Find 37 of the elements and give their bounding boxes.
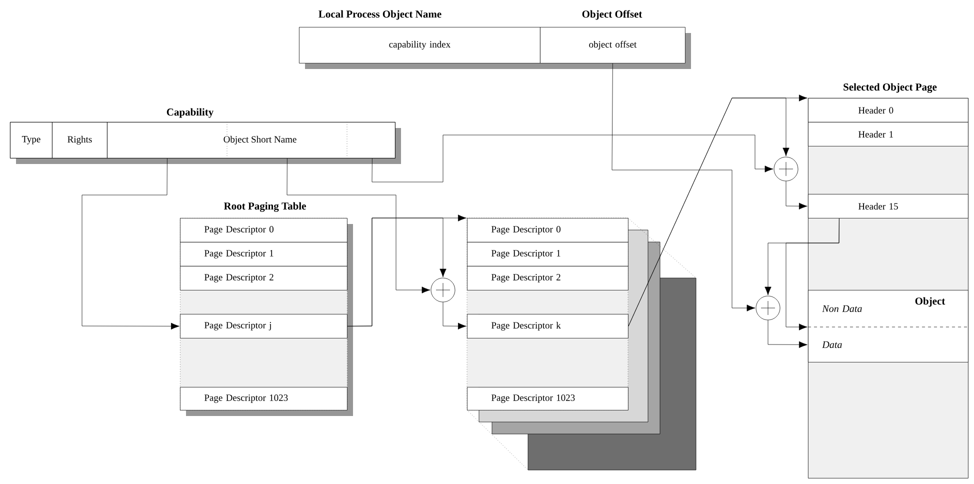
field-label: Non Data [822, 305, 862, 312]
table-row: Page Descriptor 1 [180, 242, 348, 266]
header-row: Header 0 [808, 98, 968, 122]
node-label: Object Offset [582, 10, 642, 20]
node-label: Root Paging Table [224, 202, 306, 212]
record-field: Object Offset object offset [540, 10, 686, 64]
table-row: Page Descriptor k [467, 314, 628, 338]
arrow [786, 181, 808, 210]
adder-circle [774, 156, 798, 182]
node-label: Capability [166, 108, 214, 118]
table-row: Page Descriptor 2 [180, 266, 348, 290]
table-row: Page Descriptor 1 [467, 242, 628, 266]
record-field: Type [10, 122, 52, 158]
table-row: Page Descriptor 1023 [467, 387, 628, 410]
arrow [442, 302, 466, 330]
record-field: Local Process Object Name capability index [299, 10, 540, 64]
arrow [286, 158, 430, 294]
arrow [612, 63, 756, 312]
table-row: Page Descriptor 2 [467, 266, 628, 290]
arrow [372, 134, 774, 182]
adder-circle [756, 296, 780, 320]
table-row: Page Descriptor j [180, 314, 348, 338]
table-row: Page Descriptor 0 [467, 218, 628, 242]
node-label: Selected Object Page [844, 83, 937, 93]
field-label: Data [822, 341, 842, 348]
header-row: Header 15 [808, 194, 968, 218]
record-field: Object Short Name [107, 122, 396, 159]
table-row: Page Descriptor 0 [180, 218, 348, 242]
header-row: Header 1 [808, 122, 968, 146]
record-field: Rights [52, 122, 108, 158]
arrow [786, 218, 840, 330]
arrow [768, 320, 808, 348]
arrow [82, 158, 180, 330]
arrow [347, 218, 446, 326]
adder-circle [430, 278, 456, 302]
table-row: Page Descriptor 1023 [180, 387, 348, 410]
node-label: Local Process Object Name [318, 10, 442, 20]
